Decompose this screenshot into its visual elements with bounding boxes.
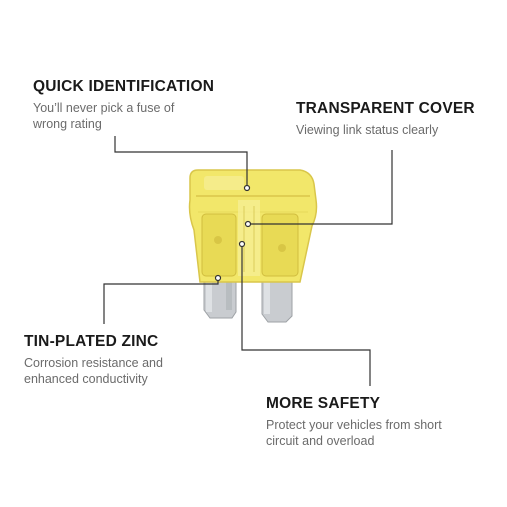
feature-title: QUICK IDENTIFICATION [33, 78, 215, 95]
leader-line-tin-plated-zinc [103, 280, 219, 324]
feature-description: Viewing link status clearly [296, 122, 475, 138]
feature-title: MORE SAFETY [266, 395, 381, 412]
leader-lines [103, 136, 393, 386]
feature-description-line: wrong rating [33, 117, 102, 131]
leader-line-transparent-cover [250, 150, 393, 225]
leader-line-quick-identification [114, 136, 248, 186]
feature-title: TRANSPARENT COVER [296, 100, 475, 117]
feature-description-line: enhanced conductivity [24, 372, 148, 386]
fuse-housing [188, 169, 318, 283]
feature-transparent-cover: TRANSPARENT COVER Viewing link status cl… [296, 100, 475, 138]
feature-description-line: Viewing link status clearly [296, 123, 439, 137]
feature-description-line: circuit and overload [266, 434, 375, 448]
feature-description-line: Protect your vehicles from short [266, 418, 442, 432]
feature-description-line: Corrosion resistance and [24, 356, 163, 370]
feature-description: Corrosion resistance and enhanced conduc… [24, 355, 163, 387]
leader-line-more-safety [241, 246, 371, 386]
feature-tin-plated-zinc: TIN-PLATED ZINC Corrosion resistance and… [24, 333, 163, 387]
feature-description: Protect your vehicles from short circuit… [266, 417, 442, 449]
feature-more-safety: MORE SAFETY Protect your vehicles from s… [266, 395, 442, 449]
feature-title: TIN-PLATED ZINC [24, 333, 159, 350]
feature-description: You’ll never pick a fuse of wrong rating [33, 100, 214, 132]
feature-description-line: You’ll never pick a fuse of [33, 101, 175, 115]
feature-quick-identification: QUICK IDENTIFICATION You’ll never pick a… [33, 78, 214, 132]
